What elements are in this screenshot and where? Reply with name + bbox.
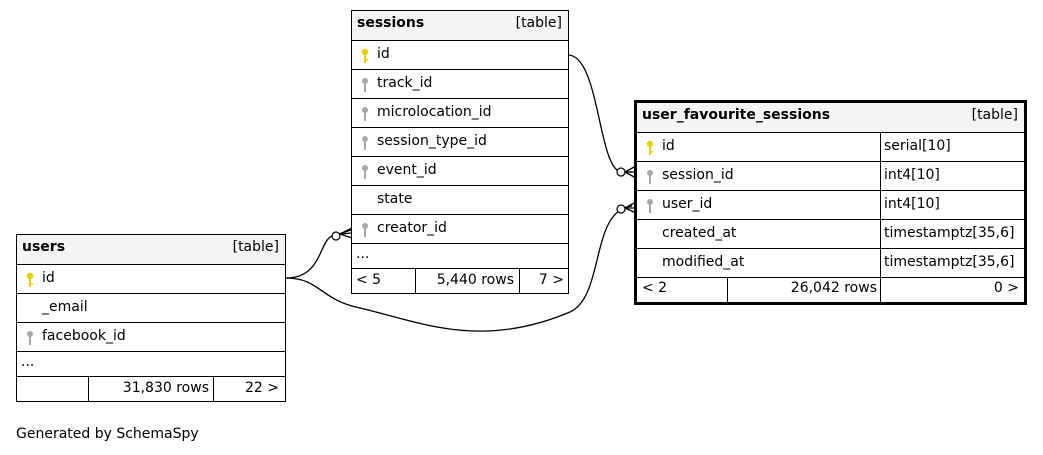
column-name: facebook_id: [42, 328, 126, 344]
column-name: created_at: [662, 225, 737, 241]
column-name: creator_id: [377, 220, 447, 236]
table-type: [table]: [232, 239, 279, 255]
column-name: id: [662, 138, 675, 154]
row-count: 31,830 rows: [122, 380, 209, 396]
column-name: id: [42, 270, 55, 286]
foreign-key-icon: [362, 165, 368, 179]
column-type: serial[10]: [884, 138, 951, 154]
more-columns: ...: [356, 246, 370, 262]
table-user-favourite-sessions[interactable]: user_favourite_sessions [table] id seria…: [634, 100, 1027, 305]
column-type: int4[10]: [884, 196, 940, 212]
column-row[interactable]: session_type_id: [352, 128, 568, 157]
link-end-circle: [616, 204, 626, 214]
column-name: id: [377, 46, 390, 62]
children-count[interactable]: 22 >: [245, 380, 279, 396]
stats-row: < 2 26,042 rows 0 >: [637, 278, 1024, 302]
column-row[interactable]: modified_at timestamptz[35,6]: [637, 249, 1024, 278]
primary-key-icon: [646, 140, 654, 155]
column-row[interactable]: event_id: [352, 157, 568, 186]
footer-credit: Generated by SchemaSpy: [16, 426, 199, 442]
column-name: microlocation_id: [377, 104, 492, 120]
foreign-key-icon: [647, 170, 653, 184]
table-users[interactable]: users [table] id _email facebook_id ... …: [16, 234, 286, 402]
column-type: timestamptz[35,6]: [884, 254, 1015, 270]
column-row[interactable]: user_id int4[10]: [637, 191, 1024, 220]
more-columns: ...: [21, 354, 35, 370]
column-name: track_id: [377, 75, 433, 91]
column-row[interactable]: microlocation_id: [352, 99, 568, 128]
primary-key-icon: [361, 48, 369, 63]
primary-key-icon: [26, 272, 34, 287]
column-row[interactable]: id serial[10]: [637, 133, 1024, 162]
children-count[interactable]: 0 >: [993, 280, 1019, 296]
link-end-circle: [331, 231, 341, 241]
stats-row: < 5 5,440 rows 7 >: [352, 269, 568, 293]
parents-count[interactable]: < 5: [356, 272, 382, 288]
column-row[interactable]: facebook_id: [17, 323, 285, 352]
table-header: users [table]: [17, 235, 285, 265]
table-header: user_favourite_sessions [table]: [637, 103, 1024, 133]
column-row[interactable]: state: [352, 186, 568, 215]
row-count: 26,042 rows: [790, 280, 877, 296]
column-row[interactable]: track_id: [352, 70, 568, 99]
column-row[interactable]: created_at timestamptz[35,6]: [637, 220, 1024, 249]
table-name: sessions: [357, 15, 425, 31]
column-row[interactable]: session_id int4[10]: [637, 162, 1024, 191]
stats-row: 31,830 rows 22 >: [17, 377, 285, 401]
column-name: _email: [42, 299, 88, 315]
foreign-key-icon: [362, 107, 368, 121]
table-name: users: [22, 239, 66, 255]
link-users-id-to-creator-id: [285, 229, 352, 279]
children-count[interactable]: 7 >: [538, 272, 564, 288]
more-columns-row: ...: [352, 244, 568, 269]
table-header: sessions [table]: [352, 11, 568, 41]
column-name: session_type_id: [377, 133, 487, 149]
row-count: 5,440 rows: [436, 272, 514, 288]
column-name: event_id: [377, 162, 437, 178]
column-type: timestamptz[35,6]: [884, 225, 1015, 241]
link-crowfoot: [339, 227, 353, 239]
parents-count[interactable]: < 2: [642, 280, 668, 296]
column-name: session_id: [662, 167, 734, 183]
table-type: [table]: [515, 15, 562, 31]
column-row[interactable]: _email: [17, 294, 285, 323]
more-columns-row: ...: [17, 352, 285, 377]
column-name: modified_at: [662, 254, 745, 270]
link-sessions-id-to-session-id: [567, 54, 632, 173]
column-row[interactable]: id: [352, 41, 568, 70]
column-type: int4[10]: [884, 167, 940, 183]
link-end-circle: [616, 167, 626, 177]
foreign-key-icon: [362, 78, 368, 92]
foreign-key-icon: [362, 223, 368, 237]
link-users-id-to-user-id: [285, 205, 633, 332]
column-row[interactable]: creator_id: [352, 215, 568, 244]
column-row[interactable]: id: [17, 265, 285, 294]
foreign-key-icon: [647, 199, 653, 213]
column-name: user_id: [662, 196, 713, 212]
table-name: user_favourite_sessions: [642, 107, 831, 123]
table-sessions[interactable]: sessions [table] id track_id microlocati…: [351, 10, 569, 294]
table-type: [table]: [971, 107, 1018, 123]
foreign-key-icon: [27, 331, 33, 345]
foreign-key-icon: [362, 136, 368, 150]
column-name: state: [377, 191, 413, 207]
